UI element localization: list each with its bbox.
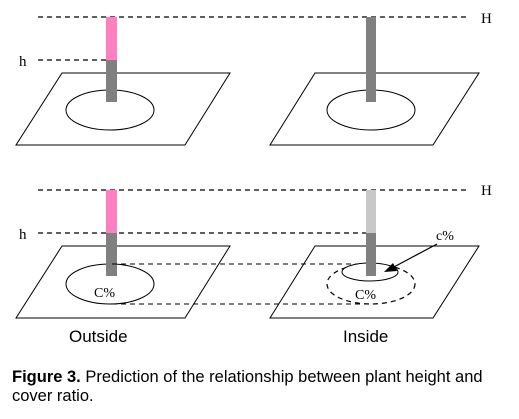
figure-caption: Figure 3. Prediction of the relationship… bbox=[12, 368, 507, 406]
cover-pointer-arrow bbox=[391, 243, 438, 269]
plant-cover-diagram: H h H h C% C% c% Outside Inside bbox=[15, 11, 492, 346]
H-label-bottom: H bbox=[481, 183, 492, 199]
h-label-top: h bbox=[19, 54, 27, 70]
ground-plane-outside-bottom bbox=[15, 245, 231, 319]
ground-plane-inside-bottom bbox=[269, 245, 480, 319]
plant-stem-outside-bottom bbox=[106, 233, 117, 276]
ground-plane-inside-top bbox=[269, 72, 480, 146]
cover-label-small: c% bbox=[436, 229, 454, 244]
plant-stem-outside-top bbox=[106, 60, 117, 102]
plant-potential-height-outside-bottom bbox=[106, 190, 117, 233]
caption-text: Prediction of the relationship between p… bbox=[12, 368, 483, 405]
plant-potential-height-outside-top bbox=[106, 17, 117, 60]
panel-label-inside: Inside bbox=[343, 327, 388, 346]
H-label-top: H bbox=[481, 11, 492, 27]
cover-label-inside: C% bbox=[355, 288, 376, 303]
ground-plane-outside-top bbox=[15, 72, 231, 146]
cover-pointer-arrowhead bbox=[384, 263, 397, 272]
plant-stem-inside-bottom bbox=[366, 233, 376, 276]
plant-stem-inside-top bbox=[366, 17, 376, 102]
panel-label-outside: Outside bbox=[69, 327, 128, 346]
plant-potential-height-inside-bottom bbox=[366, 190, 376, 233]
caption-figure-number: Figure 3. bbox=[12, 368, 81, 386]
cover-label-outside: C% bbox=[94, 286, 115, 301]
h-label-bottom: h bbox=[19, 227, 27, 243]
